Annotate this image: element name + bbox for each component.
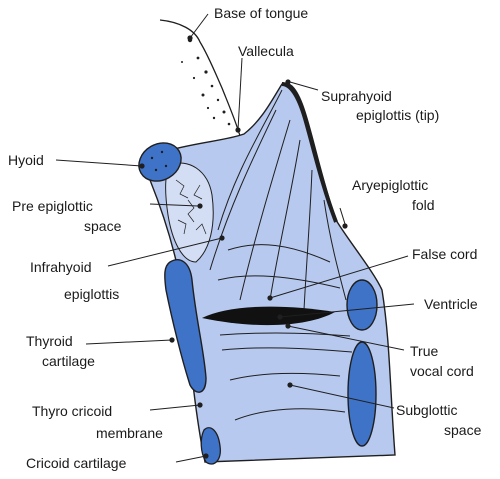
- label-infrahyoid-2: epiglottis: [64, 286, 120, 302]
- label-vallecula: Vallecula: [238, 43, 294, 59]
- label-subglottic-2: space: [444, 422, 482, 438]
- leader-dots: [139, 35, 348, 459]
- label-thyroid-1: Thyroid: [26, 333, 73, 349]
- label-true-cord-1: True: [410, 343, 439, 359]
- fold-lines: [209, 89, 353, 421]
- label-thyro-cricoid-1: Thyro cricoid: [32, 403, 113, 419]
- label-thyroid-2: cartilage: [42, 353, 95, 369]
- label-base-of-tongue: Base of tongue: [214, 5, 309, 21]
- hyoid-bone: [138, 142, 182, 182]
- label-false-cord: False cord: [412, 246, 478, 262]
- cricoid-lamina: [347, 341, 377, 447]
- label-suprahyoid-1: Suprahyoid: [321, 88, 392, 104]
- label-cricoid: Cricoid cartilage: [26, 455, 127, 471]
- label-aryepiglottic-1: Aryepiglottic: [352, 177, 429, 193]
- label-aryepiglottic-2: fold: [412, 197, 435, 213]
- label-pre-epiglottic-1: Pre epiglottic: [12, 198, 93, 214]
- ventricle: [202, 306, 335, 326]
- label-subglottic-1: Subglottic: [396, 402, 458, 418]
- tongue-stipple: [181, 37, 231, 126]
- label-hyoid: Hyoid: [8, 152, 44, 168]
- label-suprahyoid-2: epiglottis (tip): [356, 107, 440, 123]
- epiglottis-edge: [281, 82, 338, 223]
- label-thyro-cricoid-2: membrane: [96, 425, 163, 441]
- label-infrahyoid-1: Infrahyoid: [30, 259, 92, 275]
- leader-lines: [55, 13, 415, 463]
- hyoid-texture: [150, 150, 168, 172]
- label-pre-epiglottic-2: space: [84, 218, 122, 234]
- thyroid-cartilage: [164, 259, 207, 393]
- label-ventricle: Ventricle: [424, 296, 478, 312]
- pre-epiglottic-texture: [175, 179, 207, 235]
- label-true-cord-2: vocal cord: [410, 363, 474, 379]
- tongue-base-outline: [159, 19, 241, 137]
- arytenoid-cartilage: [346, 279, 378, 331]
